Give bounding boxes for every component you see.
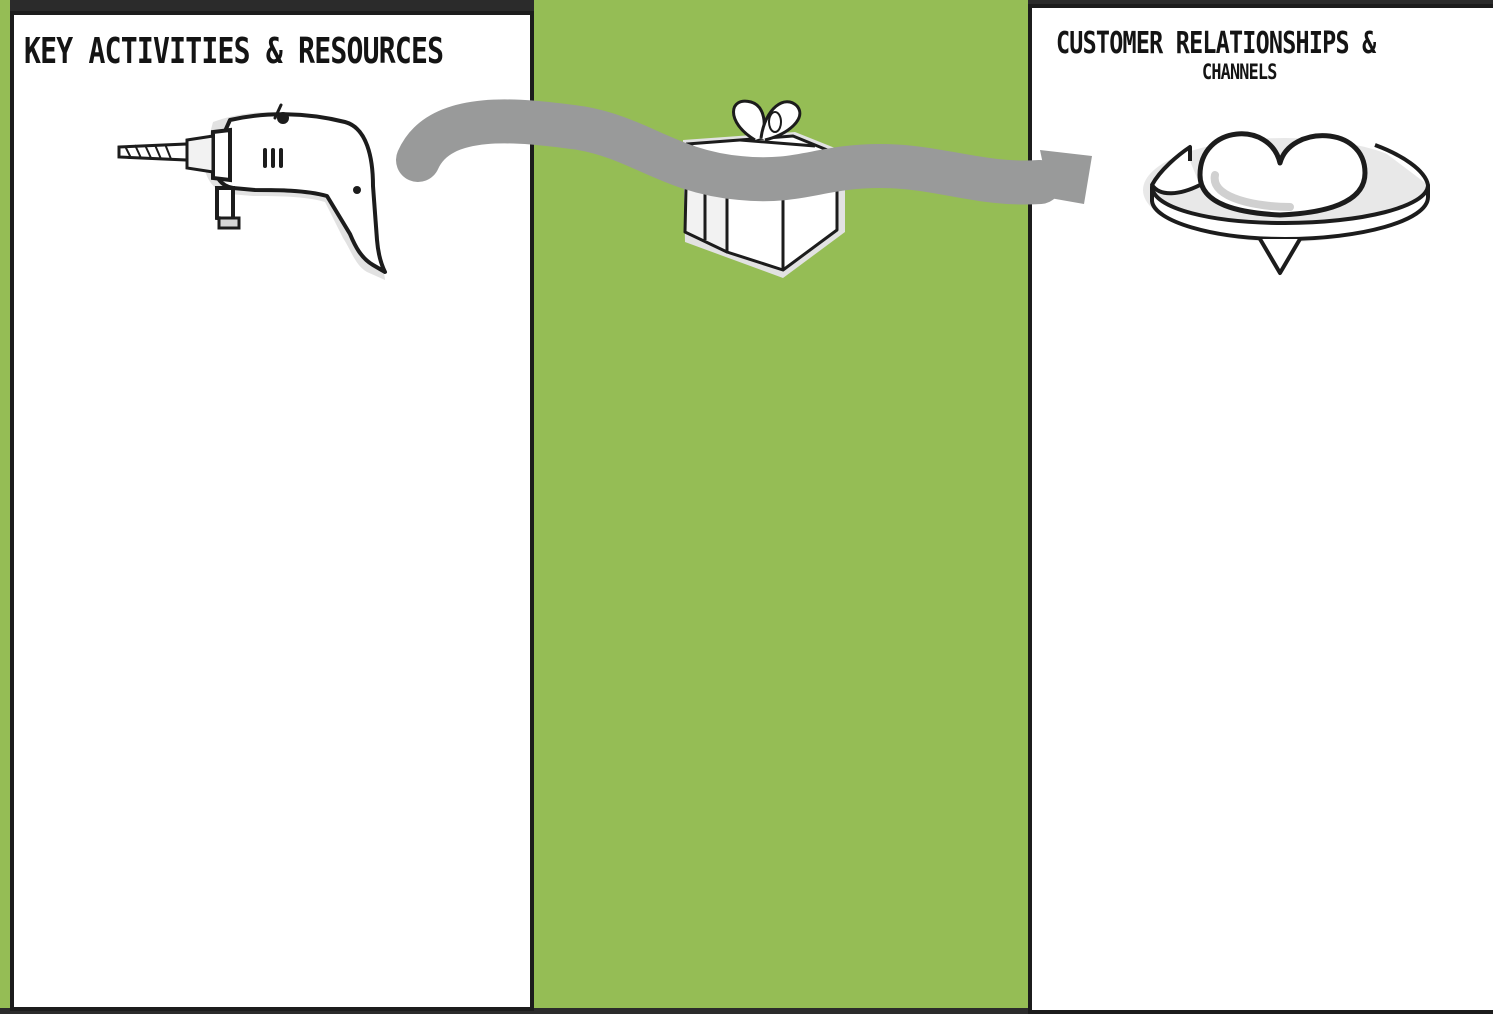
curved-arrow-right-icon [0,0,1493,1008]
canvas-diagram: KEY ACTIVITIES & RESOURCES CUSTOMER RELA… [0,0,1493,1008]
